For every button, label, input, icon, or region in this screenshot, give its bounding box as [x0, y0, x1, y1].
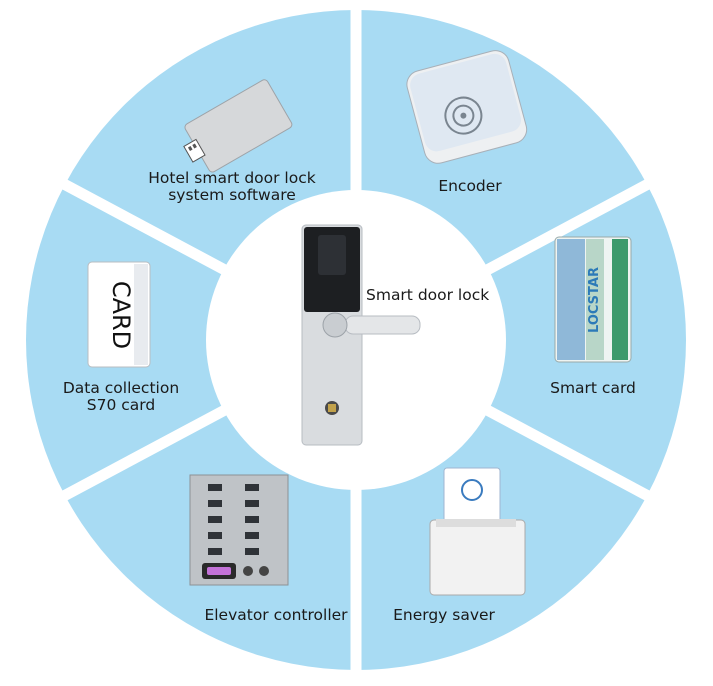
rfid-card-icon: LOCSTAR	[554, 236, 632, 363]
label-software-line-2: system software	[168, 186, 296, 204]
label-elevator-line-1: Elevator controller	[204, 606, 348, 624]
data-card-icon: CARD	[87, 261, 151, 368]
door-lock-icon	[301, 224, 421, 446]
label-elevator: Elevator controller	[204, 607, 347, 624]
svg-text:LOCSTAR: LOCSTAR	[587, 267, 602, 333]
label-encoder-line-1: Encoder	[438, 177, 502, 195]
energy-saver-icon	[429, 467, 526, 596]
label-data-card-line-2: S70 card	[86, 396, 156, 414]
label-energy-saver-line-1: Energy saver	[393, 606, 495, 624]
label-energy-saver: Energy saver	[393, 607, 495, 624]
elevator-panel-icon	[189, 474, 289, 586]
label-smart-card-line-1: Smart card	[550, 379, 636, 397]
label-data-card: Data collection S70 card	[63, 380, 179, 414]
encoder-device-icon	[406, 50, 528, 164]
segment-dividers	[44, 0, 668, 681]
usb-card-icon	[183, 79, 293, 173]
label-data-card-line-1: Data collection	[62, 379, 180, 397]
label-software-line-1: Hotel smart door lock	[148, 169, 316, 187]
center-label: Smart door lock	[366, 286, 490, 304]
data-card-text: CARD	[107, 281, 135, 349]
label-encoder: Encoder	[438, 178, 501, 195]
label-smart-card: Smart card	[550, 380, 636, 397]
label-software: Hotel smart door lock system software	[148, 170, 315, 204]
